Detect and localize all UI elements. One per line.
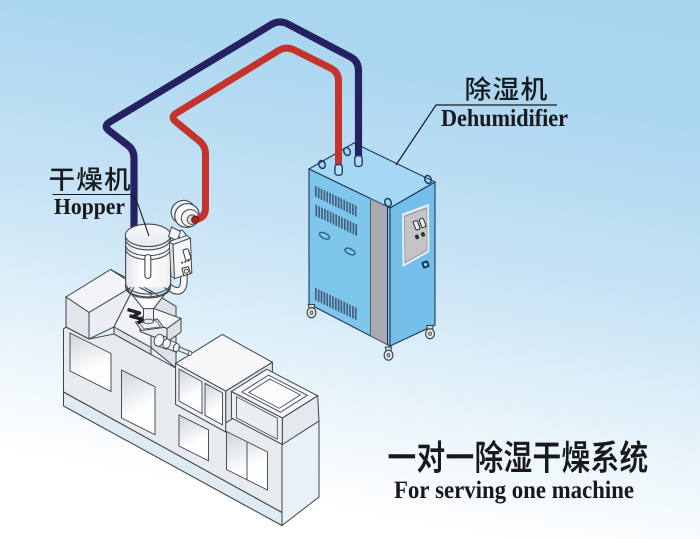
sight-glass — [144, 253, 152, 280]
caption-zh — [388, 440, 648, 474]
caster-wheel — [383, 346, 394, 361]
oval-slot-1 — [318, 231, 331, 240]
return-air-pipe — [169, 44, 342, 223]
panel-button — [414, 234, 420, 240]
panel-display — [418, 217, 427, 229]
panel-display — [412, 220, 421, 231]
caster-wheel — [306, 304, 317, 319]
machine-panel-window — [121, 369, 156, 436]
machine-panel-window — [69, 332, 112, 393]
vent-grille-top-2 — [315, 204, 358, 236]
dehumidifier-cabinet — [306, 142, 437, 361]
caster-wheel — [425, 325, 436, 340]
leader-line-hopper — [52, 193, 150, 237]
label-dehumidifier-zh — [466, 76, 547, 101]
eyebolt-icon — [317, 159, 327, 170]
label-hopper-zh — [49, 166, 131, 192]
return-air-socket — [334, 163, 343, 176]
label-hopper-en — [54, 198, 125, 219]
eyebolt-icon — [342, 146, 352, 157]
cabinet-corner-stripe — [370, 197, 388, 346]
panel-button — [420, 231, 426, 237]
vent-grille-top-1 — [314, 186, 357, 217]
vent-grille-bottom — [314, 288, 357, 320]
oval-slot-2 — [344, 247, 356, 256]
dry-air-pipe — [102, 18, 363, 237]
label-dehumidifier-en — [441, 108, 568, 127]
machine-panel-window — [178, 414, 209, 462]
extruder-machine — [63, 268, 320, 527]
cover-box-recessed-panel — [240, 374, 309, 413]
eyebolt-icon — [423, 174, 433, 185]
machine-panel-window — [178, 368, 203, 415]
dry-air-socket — [354, 155, 363, 168]
caption-en — [394, 480, 634, 504]
hopper-lid — [124, 223, 172, 248]
leader-line-dehumidifier — [395, 104, 557, 166]
machine-panel-window — [204, 382, 223, 426]
eyebolt-icon — [383, 197, 393, 208]
return-pipe-end-cap — [191, 215, 200, 224]
hopper-dryer — [124, 199, 200, 325]
